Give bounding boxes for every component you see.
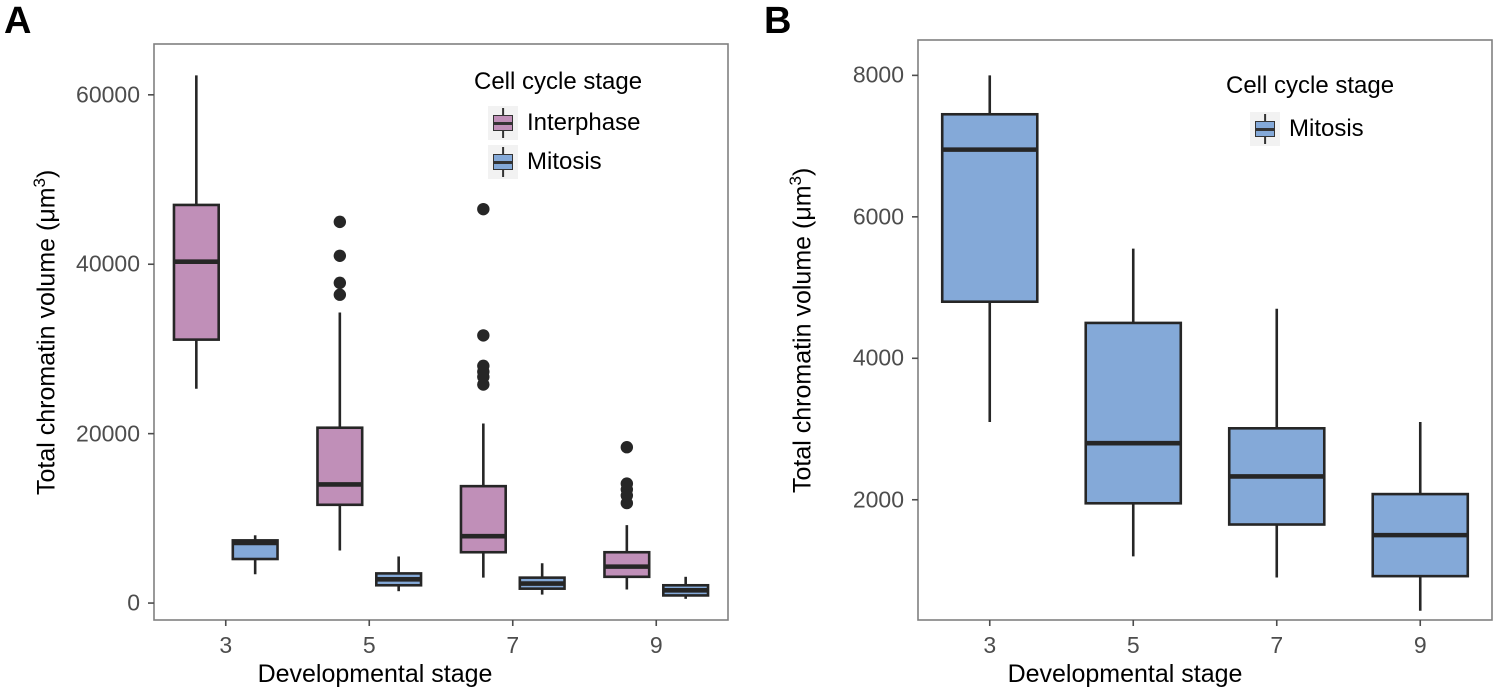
x-tick-label: 3 [983, 632, 997, 658]
panel-a-plot [148, 43, 729, 626]
x-tick-label: 7 [506, 632, 520, 658]
boxplot-box [459, 202, 507, 578]
outlier-point [333, 215, 347, 229]
boxplot-box [375, 556, 423, 592]
legend-key-mitosis-icon [488, 145, 518, 179]
panel-a-legend-title: Cell cycle stage [474, 68, 643, 95]
boxplot-box [172, 75, 220, 389]
panel-a-letter: A [4, 0, 31, 42]
y-tick-label: 6000 [852, 203, 904, 230]
boxplot-box [1227, 308, 1326, 578]
outlier-point [477, 359, 490, 373]
panel-b-legend-title: Cell cycle stage [1226, 72, 1395, 99]
legend-label-interphase: Interphase [527, 109, 641, 136]
outlier-point [620, 441, 634, 454]
boxplot-box [1371, 421, 1470, 611]
y-tick-label: 20000 [76, 420, 140, 447]
x-tick-label: 9 [649, 632, 663, 658]
panel-a: A Total chromatin volume (μm3) Developme… [4, 0, 729, 688]
box-rect [1084, 321, 1183, 505]
y-tick-label: 60000 [76, 81, 140, 108]
box-rect [459, 484, 507, 554]
boxplot-box [603, 441, 651, 590]
y-tick-label: 2000 [852, 486, 904, 513]
outlier-point [620, 477, 634, 490]
box-rect [316, 426, 364, 507]
boxplot-box [940, 75, 1039, 422]
legend-label-mitosis-b: Mitosis [1289, 115, 1364, 142]
outlier-point [333, 288, 347, 301]
boxplot-box [1084, 248, 1183, 557]
panel-b: B Total chromatin volume (μm3) Developme… [750, 0, 1500, 699]
boxplot-box [316, 215, 364, 551]
y-tick-label: 0 [127, 589, 140, 616]
x-tick-label: 9 [1413, 632, 1427, 658]
boxplot-box [662, 576, 710, 599]
x-tick-label: 5 [362, 632, 376, 658]
panel-b-letter: B [764, 0, 791, 42]
y-tick-label: 40000 [76, 250, 140, 277]
legend-item-mitosis-b[interactable]: Mitosis [1250, 112, 1364, 146]
plot-border [153, 43, 729, 621]
legend-key-mitosis-icon-b [1250, 112, 1280, 146]
outlier-point [333, 276, 347, 290]
y-tick-label: 4000 [852, 344, 904, 371]
outlier-point [477, 202, 490, 216]
boxplot-box [231, 535, 279, 575]
box-rect [940, 112, 1039, 304]
panel-b-x-axis-title: Developmental stage [1007, 660, 1243, 688]
outlier-point [477, 329, 490, 342]
x-tick-label: 5 [1126, 632, 1140, 658]
x-tick-label: 3 [219, 632, 233, 658]
outlier-point [333, 249, 347, 262]
legend-key-interphase-icon [488, 106, 518, 140]
box-rect [172, 203, 220, 341]
panel-a-x-axis-title: Developmental stage [257, 660, 493, 688]
x-tick-label: 7 [1270, 632, 1284, 658]
panel-b-plot [912, 39, 1493, 626]
legend-item-mitosis[interactable]: Mitosis [488, 145, 602, 179]
legend-item-interphase[interactable]: Interphase [488, 106, 640, 140]
legend-label-mitosis: Mitosis [527, 148, 602, 175]
y-tick-label: 8000 [852, 61, 904, 88]
boxplot-box [518, 563, 566, 595]
